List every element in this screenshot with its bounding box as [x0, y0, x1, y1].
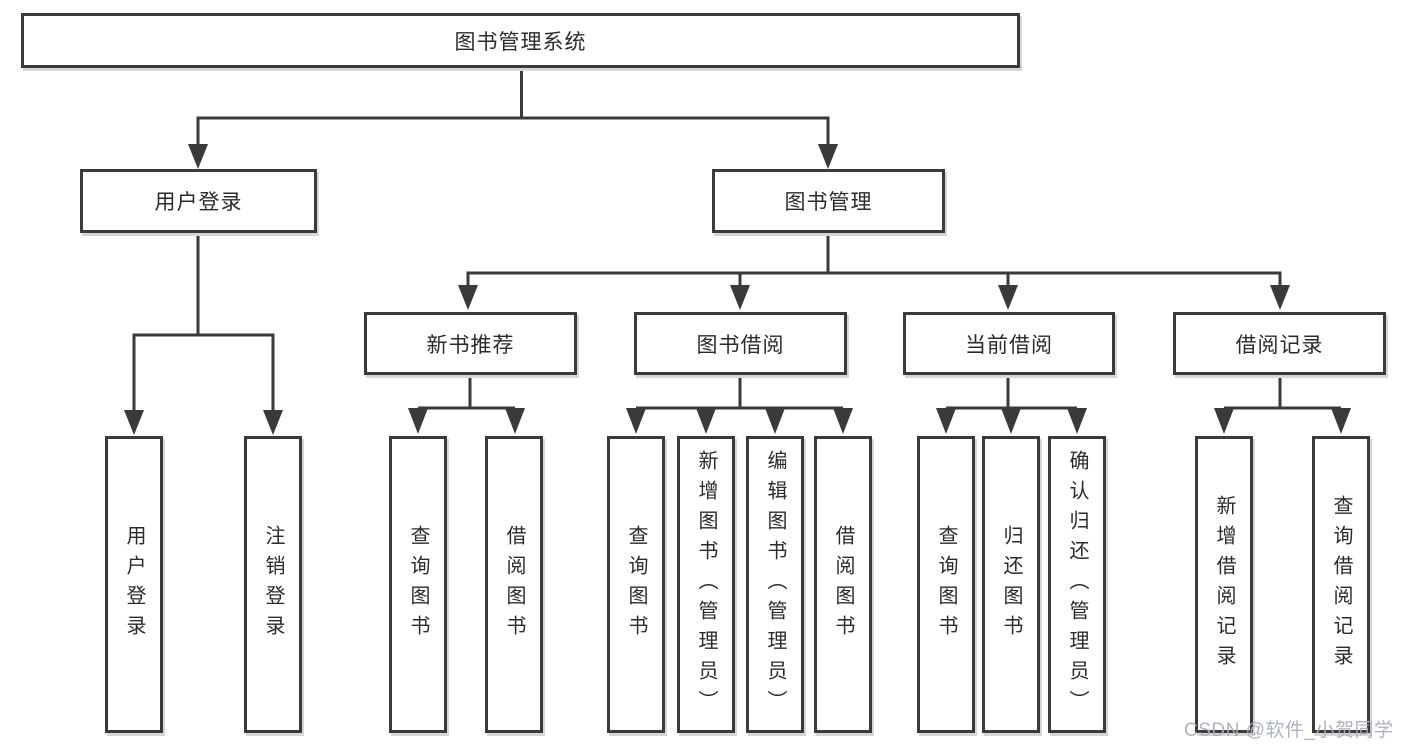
leaf-borrow-books-recommend: 借阅图书: [485, 436, 543, 733]
csdn-watermark: CSDN @软件_小贺同学: [1184, 720, 1394, 741]
node-label: 借阅记录: [1235, 333, 1324, 357]
node-borrow-records: 借阅记录: [1173, 312, 1386, 375]
node-label: 注销登录: [262, 524, 284, 645]
node-label: 查询借阅记录: [1330, 494, 1352, 675]
node-current-borrowing: 当前借阅: [903, 312, 1115, 375]
node-label: 查询图书: [935, 524, 957, 645]
leaf-query-books-recommend: 查询图书: [389, 436, 447, 733]
node-label: 查询图书: [625, 524, 647, 645]
node-label: 图书管理: [784, 191, 873, 214]
node-label: 新增借阅记录: [1213, 494, 1235, 675]
leaf-query-books-current: 查询图书: [917, 436, 975, 733]
node-system-root: 图书管理系统: [21, 13, 1020, 68]
node-label: 确认归还（管理员）: [1066, 449, 1088, 720]
arrowheads: [124, 144, 1351, 435]
leaf-query-borrow-record: 查询借阅记录: [1312, 436, 1370, 733]
node-book-borrowing: 图书借阅: [634, 312, 847, 375]
node-label: 图书管理系统: [454, 30, 587, 54]
leaf-query-books-borrowing: 查询图书: [607, 436, 665, 733]
node-label: 用户登录: [154, 191, 243, 214]
node-label: 查询图书: [407, 524, 429, 645]
node-label: 图书借阅: [696, 333, 785, 357]
leaf-user-login: 用户登录: [105, 436, 163, 733]
node-label: 编辑图书（管理员）: [764, 449, 786, 720]
leaf-confirm-return-admin: 确认归还（管理员）: [1048, 436, 1106, 733]
node-label: 归还图书: [1000, 524, 1022, 645]
node-label: 新增图书（管理员）: [695, 449, 717, 720]
node-label: 新书推荐: [426, 333, 515, 357]
node-label: 用户登录: [123, 524, 145, 645]
node-user-login: 用户登录: [80, 169, 317, 233]
leaf-borrow-books: 借阅图书: [814, 436, 872, 733]
leaf-logout: 注销登录: [244, 436, 302, 733]
node-book-management: 图书管理: [712, 169, 945, 233]
node-label: 借阅图书: [503, 524, 525, 645]
node-label: 借阅图书: [832, 524, 854, 645]
leaf-return-books: 归还图书: [982, 436, 1040, 733]
leaf-add-borrow-record: 新增借阅记录: [1195, 436, 1253, 733]
leaf-add-books-admin: 新增图书（管理员）: [677, 436, 735, 733]
leaf-edit-books-admin: 编辑图书（管理员）: [746, 436, 804, 733]
node-label: 当前借阅: [965, 333, 1053, 357]
node-new-book-recommend: 新书推荐: [364, 312, 577, 375]
